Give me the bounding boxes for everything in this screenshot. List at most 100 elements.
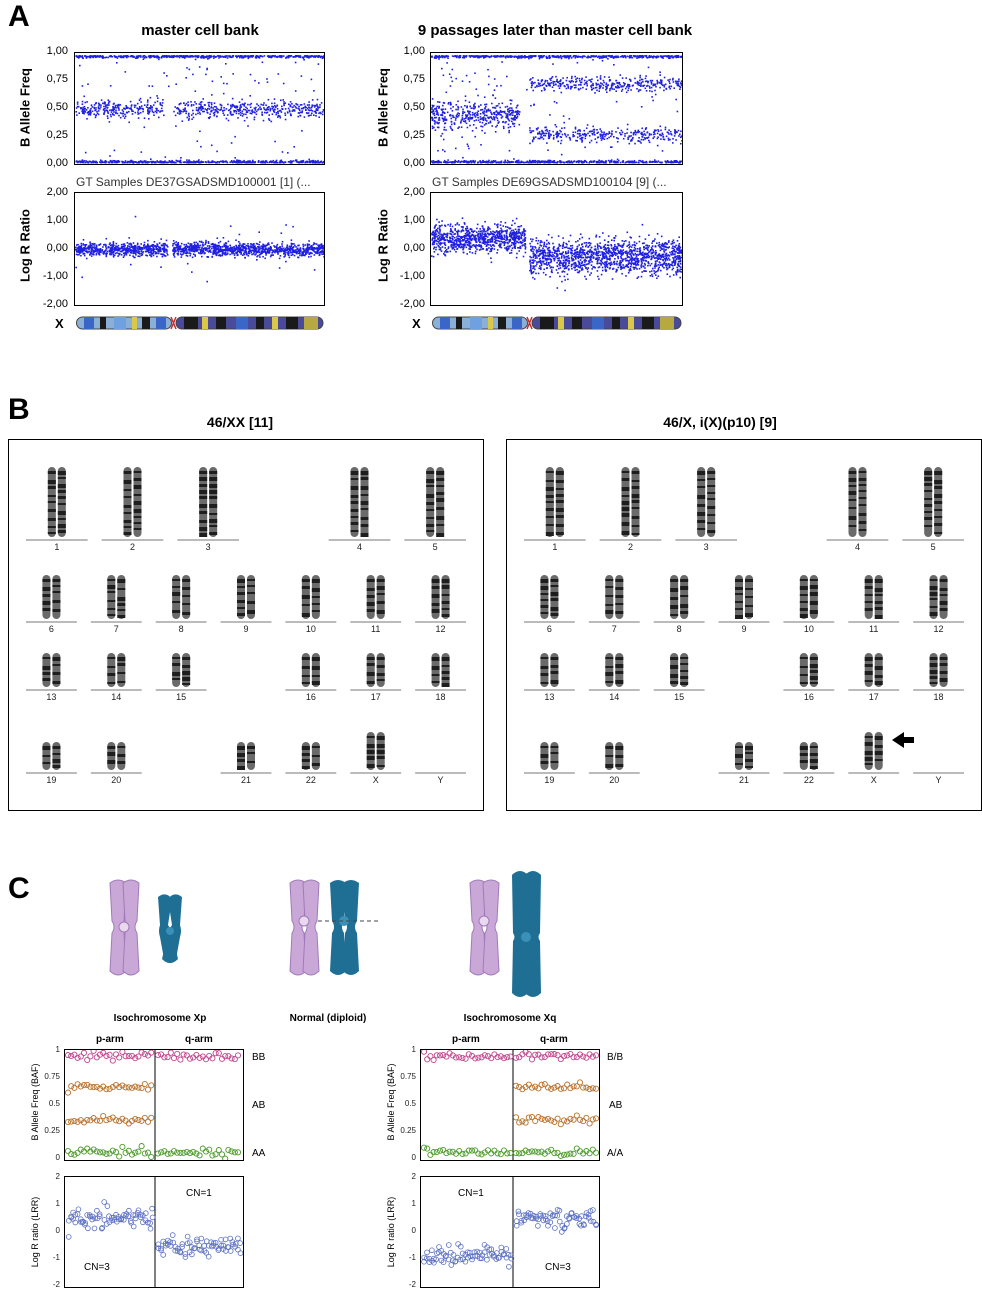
iso-xp-chromosomes <box>109 879 182 976</box>
right-bb-label: B/B <box>607 1052 624 1063</box>
chromosome-label: 10 <box>803 624 814 634</box>
c-baf-tick: 0.75 <box>400 1072 416 1081</box>
left-sample-label: GT Samples DE37GSADSMD100001 [1] (... <box>76 175 311 189</box>
chromosome-label: 18 <box>435 692 446 702</box>
chromosome-label: 9 <box>741 624 747 634</box>
lrr-tick: -1,00 <box>399 270 425 282</box>
c-baf-tick: 0.25 <box>400 1126 416 1135</box>
left-chrom-label: X <box>55 316 64 331</box>
panel-b-right-title: 46/X, i(X)(p10) [9] <box>663 414 777 430</box>
c-lrr-tick: 0 <box>411 1226 416 1235</box>
baf-tick: 0,00 <box>46 157 68 169</box>
chromosome-label: 1 <box>54 542 60 552</box>
baf-tick: 1,00 <box>403 45 425 57</box>
chromosome-label: 14 <box>111 692 122 702</box>
chromosome-label: 8 <box>676 624 682 634</box>
c-lrr-tick: -1 <box>408 1253 416 1262</box>
baf-tick: 0,25 <box>403 129 425 141</box>
c-lrr-tick: 1 <box>55 1199 60 1208</box>
chromosome-label: 6 <box>546 624 552 634</box>
baf-tick: 0,25 <box>46 129 68 141</box>
baf-tick: 0,50 <box>403 101 425 113</box>
baf-tick: 0,50 <box>46 101 68 113</box>
right-baf-plot <box>430 52 683 165</box>
chromosome-label: 11 <box>869 624 879 634</box>
c-baf-tick: 1 <box>411 1045 416 1054</box>
chromosome-label: 4 <box>854 542 860 552</box>
right-lrr-scatter <box>431 217 682 292</box>
lrr-tick: 1,00 <box>46 214 68 226</box>
c-lrr-tick: 1 <box>411 1199 416 1208</box>
chromosome-label: 7 <box>611 624 617 634</box>
c-lrr-tick: 2 <box>411 1172 416 1181</box>
left-baf-scatter <box>75 55 324 164</box>
chromosome-label: 21 <box>738 775 749 785</box>
right-ideogram <box>432 316 682 330</box>
left-c-lrr-plot <box>64 1176 244 1288</box>
chromosome-label: 15 <box>176 692 187 702</box>
right-p-arm-label: p-arm <box>452 1034 480 1045</box>
chromosome-label: 16 <box>803 692 814 702</box>
chromosome-label: 4 <box>356 542 362 552</box>
chromosome-label: Y <box>437 775 444 785</box>
right-cn-p-label: CN=1 <box>458 1188 484 1199</box>
c-lrr-tick: 2 <box>55 1172 60 1181</box>
chromosome-label: 17 <box>868 692 879 702</box>
right-aa-label: A/A <box>607 1148 624 1159</box>
chromosome-label: 17 <box>370 692 381 702</box>
chromosome-label: X <box>870 775 877 785</box>
chromosome-label: 12 <box>435 624 446 634</box>
lrr-tick: 2,00 <box>46 186 68 198</box>
chromosome-label: 21 <box>240 775 251 785</box>
c-baf-tick: 0 <box>55 1153 60 1162</box>
right-c-baf-plot <box>420 1049 600 1161</box>
lrr-tick: 0,00 <box>403 242 425 254</box>
chromosome-label: 20 <box>609 775 620 785</box>
lrr-tick: 1,00 <box>403 214 425 226</box>
c-baf-tick: 0.75 <box>44 1072 60 1081</box>
chromosome-label: 22 <box>305 775 316 785</box>
c-baf-tick: 0.25 <box>44 1126 60 1135</box>
chromosome-label: 10 <box>305 624 316 634</box>
right-q-arm-label: q-arm <box>540 1034 568 1045</box>
chromosome-label: 11 <box>371 624 381 634</box>
c-lrr-tick: -2 <box>52 1280 60 1289</box>
baf-tick: 1,00 <box>46 45 68 57</box>
chromosome-label: 8 <box>178 624 184 634</box>
chromosome-label: 19 <box>544 775 555 785</box>
lrr-tick: 0,00 <box>46 242 68 254</box>
right-baf-scatter <box>431 55 682 164</box>
chromosome-label: 20 <box>111 775 122 785</box>
panel-b-left-title: 46/XX [11] <box>206 414 274 430</box>
label-iso-xp: Isochromosome Xp <box>113 1013 207 1024</box>
right-c-lrr-plot <box>420 1176 600 1288</box>
chromosome-label: 19 <box>46 775 57 785</box>
label-iso-xq: Isochromosome Xq <box>463 1013 557 1024</box>
c-lrr-tick: -1 <box>52 1253 60 1262</box>
right-ab-label: AB <box>609 1100 623 1111</box>
chromosome-label: X <box>372 775 379 785</box>
left-p-arm-label: p-arm <box>96 1034 124 1045</box>
chromosome-label: 16 <box>305 692 316 702</box>
chromosome-label: 18 <box>933 692 944 702</box>
lrr-tick: -2,00 <box>399 298 425 310</box>
lrr-tick: 2,00 <box>403 186 425 198</box>
chromosome-label: 9 <box>243 624 249 634</box>
panel-a-right-title: 9 passages later than master cell bank <box>417 22 693 39</box>
chromosome-label: 3 <box>205 542 211 552</box>
c-baf-tick: 1 <box>55 1045 60 1054</box>
chromosome-label: 1 <box>552 542 558 552</box>
c-baf-tick: 0.5 <box>48 1099 60 1108</box>
chromosome-label: Y <box>935 775 942 785</box>
left-q-arm-label: q-arm <box>185 1034 213 1045</box>
left-lrr-scatter <box>75 215 324 283</box>
chromosome-label: 13 <box>46 692 57 702</box>
chromosome-label: 15 <box>674 692 685 702</box>
left-baf-plot <box>74 52 325 165</box>
normal-chromosomes <box>289 879 378 976</box>
c-lrr-tick: -2 <box>408 1280 416 1289</box>
left-ideogram <box>76 316 324 330</box>
lrr-tick: -1,00 <box>42 270 68 282</box>
